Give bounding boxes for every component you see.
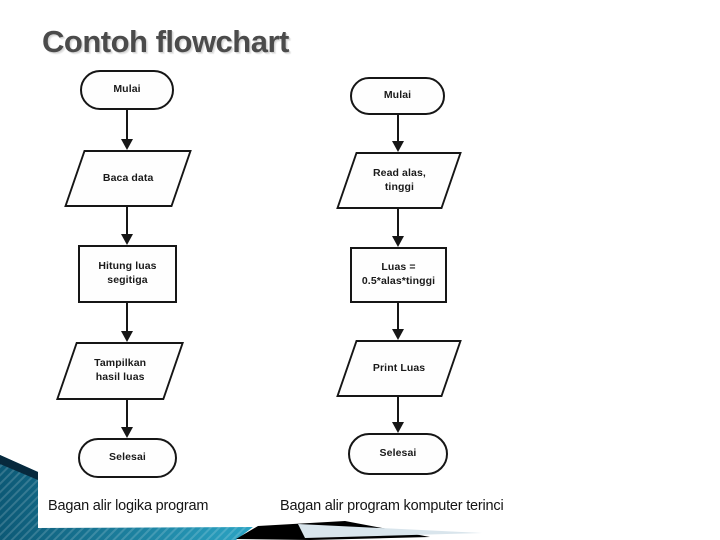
node-label: Baca data bbox=[102, 171, 154, 184]
node-label: Hitung luas segitiga bbox=[98, 260, 157, 286]
teal-wedge-bevel bbox=[0, 455, 38, 480]
flow-arrow bbox=[121, 303, 133, 342]
flow-arrow bbox=[392, 115, 404, 152]
flow-node-process: Luas = 0.5*alas*tinggi bbox=[350, 247, 447, 303]
node-label: Mulai bbox=[113, 83, 141, 96]
flow-node-io-output: Tampilkan hasil luas bbox=[56, 342, 184, 400]
page-title: Contoh flowchart bbox=[42, 24, 289, 59]
flow-node-terminator-end: Selesai bbox=[78, 438, 177, 478]
flow-node-process: Hitung luas segitiga bbox=[78, 245, 177, 303]
teal-wedge-stripes bbox=[0, 455, 253, 540]
node-label: Tampilkan hasil luas bbox=[93, 357, 147, 383]
flow-arrow bbox=[121, 400, 133, 438]
node-label: Mulai bbox=[383, 89, 412, 102]
flow-node-io-input: Baca data bbox=[64, 150, 192, 207]
node-label: Read alas, tinggi bbox=[372, 166, 426, 193]
flow-arrow bbox=[121, 110, 133, 150]
node-label: Selesai bbox=[379, 447, 417, 460]
node-label: Selesai bbox=[109, 451, 146, 464]
flow-arrow bbox=[392, 209, 404, 247]
flow-node-terminator-start: Mulai bbox=[80, 70, 174, 110]
bottom-decoration bbox=[0, 455, 482, 540]
node-label: Print Luas bbox=[372, 361, 426, 374]
caption-right-flowchart: Bagan alir program komputer terinci bbox=[280, 498, 504, 514]
node-label: Luas = 0.5*alas*tinggi bbox=[361, 261, 436, 287]
flow-arrow bbox=[392, 303, 404, 340]
flow-arrow bbox=[121, 207, 133, 245]
flow-node-terminator-start: Mulai bbox=[350, 77, 445, 115]
caption-left-flowchart: Bagan alir logika program bbox=[48, 498, 209, 514]
flow-node-io-input: Read alas, tinggi bbox=[336, 152, 462, 209]
flow-node-terminator-end: Selesai bbox=[348, 433, 448, 475]
flow-arrow bbox=[392, 397, 404, 433]
pale-blue-wedge bbox=[298, 524, 482, 538]
flow-node-io-output: Print Luas bbox=[336, 340, 462, 397]
